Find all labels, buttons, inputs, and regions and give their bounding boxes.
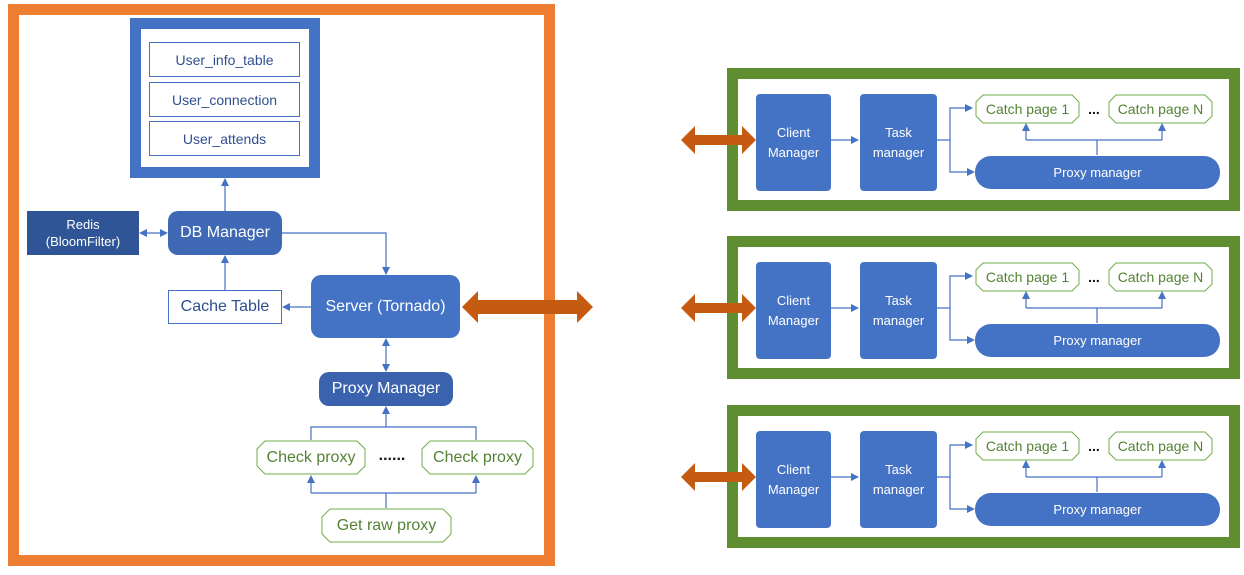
octagon-shape [421, 440, 534, 475]
table-user-info: User_info_table [149, 42, 300, 77]
octagon-shape [321, 508, 452, 543]
db-manager-box: DB Manager [168, 211, 282, 255]
check-proxy-left: Check proxy [256, 440, 366, 475]
catch-page-dots: ... [1088, 101, 1100, 117]
octagon-shape [1108, 94, 1213, 124]
catch-page-n: Catch page N [1108, 94, 1213, 124]
catch-page-1-label: Catch page 1 [985, 269, 1070, 285]
client-manager-box: Client Manager [756, 94, 831, 191]
octagon-shape [975, 431, 1080, 461]
catch-page-1-label: Catch page 1 [985, 438, 1070, 454]
octagon-shape [1108, 262, 1213, 292]
catch-page-n: Catch page N [1108, 262, 1213, 292]
catch-page-dots: ... [1088, 438, 1100, 454]
table-user-attends: User_attends [149, 121, 300, 156]
table-user-connection: User_connection [149, 82, 300, 117]
catch-page-dots: ... [1088, 269, 1100, 285]
catch-page-1: Catch page 1 [975, 94, 1080, 124]
task-manager-box: Task manager [860, 262, 937, 359]
client-external-arrow [681, 463, 756, 491]
catch-page-n-label: Catch page N [1117, 101, 1204, 117]
server-external-arrow [462, 291, 593, 323]
get-raw-proxy: Get raw proxy [321, 508, 452, 543]
catch-page-n: Catch page N [1108, 431, 1213, 461]
catch-page-n-label: Catch page N [1117, 438, 1204, 454]
catch-page-1: Catch page 1 [975, 431, 1080, 461]
cache-table-box: Cache Table [168, 290, 282, 324]
octagon-shape [975, 94, 1080, 124]
octagon-shape [1108, 431, 1213, 461]
task-manager-box: Task manager [860, 94, 937, 191]
client-external-arrow [681, 294, 756, 322]
client-proxy-manager-box: Proxy manager [975, 156, 1220, 189]
octagon-shape [975, 262, 1080, 292]
redis-box: Redis (BloomFilter) [27, 211, 139, 255]
server-tornado-box: Server (Tornado) [311, 275, 460, 338]
octagon-shape [256, 440, 366, 475]
task-manager-box: Task manager [860, 431, 937, 528]
check-proxy-right-label: Check proxy [433, 448, 522, 466]
catch-page-1-label: Catch page 1 [985, 101, 1070, 117]
check-proxy-dots: ...... [378, 447, 406, 464]
catch-page-1: Catch page 1 [975, 262, 1080, 292]
client-external-arrow [681, 126, 756, 154]
check-proxy-left-label: Check proxy [266, 448, 356, 466]
proxy-manager-box: Proxy Manager [319, 372, 453, 406]
client-manager-box: Client Manager [756, 431, 831, 528]
client-proxy-manager-box: Proxy manager [975, 493, 1220, 526]
catch-page-n-label: Catch page N [1117, 269, 1204, 285]
client-manager-box: Client Manager [756, 262, 831, 359]
get-raw-proxy-label: Get raw proxy [336, 516, 437, 534]
check-proxy-right: Check proxy [421, 440, 534, 475]
client-proxy-manager-box: Proxy manager [975, 324, 1220, 357]
